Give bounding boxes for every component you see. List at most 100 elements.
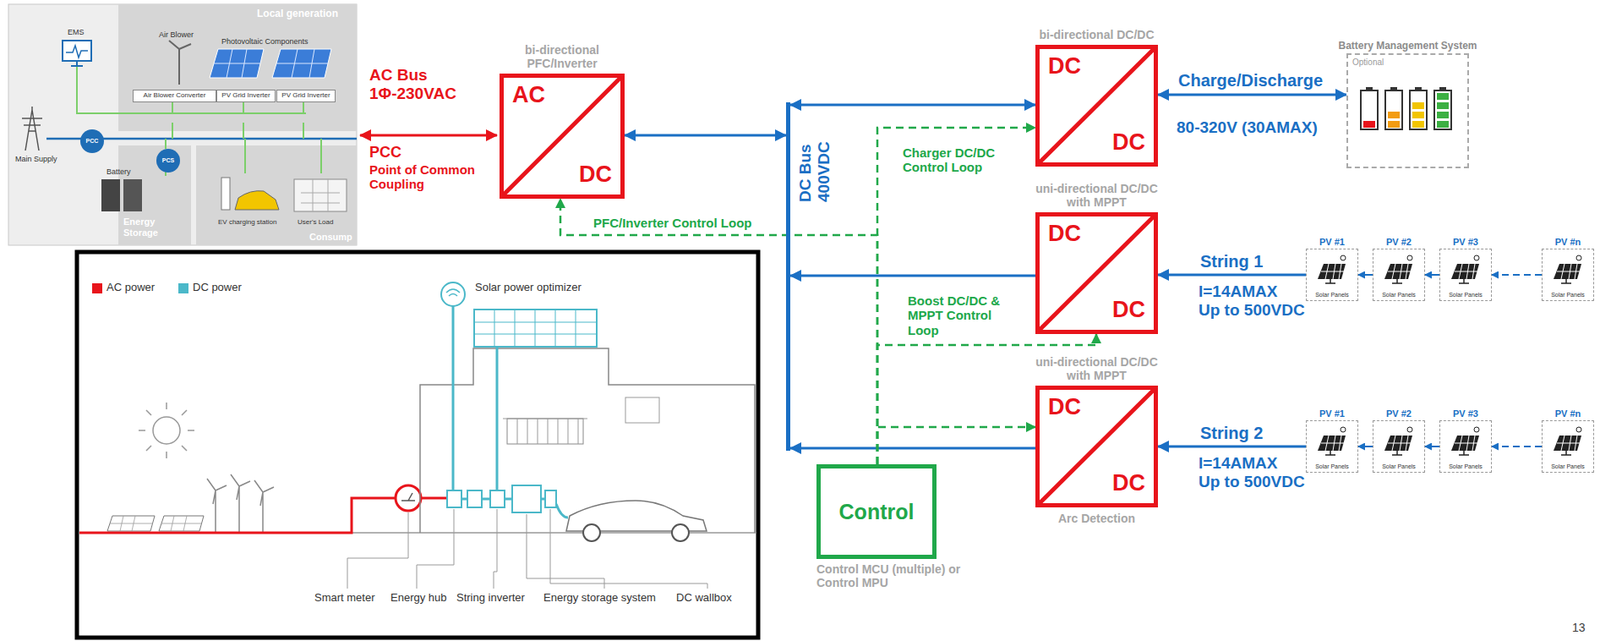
- control-loop: [877, 426, 1036, 465]
- converter-caption: uni-directional DC/DC with MPPT: [1035, 181, 1158, 209]
- converter-caption: bi-directional PFC/Inverter: [499, 43, 625, 71]
- pv-module: PV #3Solar Panels: [1439, 420, 1492, 473]
- dc-wallbox: [545, 490, 557, 508]
- text-label: Solar power optimizer: [475, 281, 582, 295]
- edge-label: Charger DC/DC Control Loop: [901, 145, 1016, 175]
- port-label: DC: [1048, 394, 1082, 421]
- battery-level: [1387, 111, 1400, 119]
- ground-pv: [107, 515, 204, 531]
- pv-caption: PV #n: [1535, 236, 1600, 248]
- converter-box: bi-directional DC/DCDCDC: [1035, 44, 1158, 167]
- pv-note: Solar Panels: [1542, 291, 1594, 299]
- pv-caption: PV #2: [1366, 236, 1431, 248]
- text-label: PCC: [369, 143, 402, 162]
- panel-stand: [1325, 450, 1336, 455]
- converter-note: Arc Detection: [1035, 511, 1158, 525]
- leader-lines: [347, 508, 708, 589]
- text-label: Local generation: [256, 8, 339, 21]
- port-label: DC: [1048, 221, 1082, 247]
- text-label: DC wallbox: [676, 591, 732, 605]
- energy-storage: [512, 485, 541, 513]
- converter-box: uni-directional DC/DC with MPPTDCDCArc D…: [1035, 385, 1158, 508]
- battery-level: [1436, 120, 1449, 128]
- house-outline: [420, 348, 755, 533]
- solar-panel-icon: [1381, 253, 1416, 284]
- port-label: DC: [578, 162, 612, 188]
- consumption-panel: [196, 145, 357, 246]
- pv-note: Solar Panels: [1373, 291, 1425, 299]
- battery-level: [1412, 120, 1425, 128]
- battery-level: [1412, 111, 1425, 119]
- panel-stand: [1325, 278, 1336, 284]
- panel-face: [1317, 263, 1346, 279]
- converter-box: uni-directional DC/DC with MPPTDCDC: [1035, 212, 1158, 334]
- panel-face: [1384, 435, 1413, 451]
- pv-module: PV #2Solar Panels: [1372, 420, 1426, 473]
- converter-tag: PV Grid Inverter: [276, 89, 336, 103]
- battery-icon: [101, 179, 121, 212]
- pv-note: Solar Panels: [1373, 463, 1425, 470]
- battery-level: [1363, 120, 1376, 128]
- ac-line: [79, 497, 448, 533]
- pv-caption: PV #3: [1433, 408, 1498, 420]
- text-label: Up to 500VDC: [1198, 472, 1306, 492]
- port-label: DC: [1112, 130, 1146, 156]
- text-label: I=14AMAX: [1198, 453, 1278, 473]
- ems-monitor: [62, 40, 92, 61]
- power-connector: [790, 447, 1036, 450]
- panel-face: [1317, 435, 1346, 451]
- sun-icon: [1576, 255, 1582, 261]
- power-connector: [1425, 445, 1440, 448]
- pv-caption: PV #1: [1299, 236, 1365, 248]
- panel-grid: [1454, 263, 1478, 279]
- legend-swatch: [92, 283, 103, 294]
- power-connector: [1491, 273, 1542, 276]
- window: [625, 397, 660, 423]
- string-inverter: [490, 490, 505, 508]
- dc-lines: [453, 305, 568, 518]
- pv-module: PV #3Solar Panels: [1439, 248, 1492, 301]
- sun-icon: [1340, 255, 1346, 261]
- text-label: Battery: [106, 167, 132, 176]
- converter-caption: uni-directional DC/DC with MPPT: [1035, 354, 1158, 383]
- bus-label: DC Bus 400VDC: [796, 131, 834, 203]
- sun-icon: [1474, 426, 1480, 432]
- sun-icon: [1474, 255, 1480, 261]
- pv-module: PV #2Solar Panels: [1372, 248, 1426, 301]
- control-note: Control MCU (multiple) or Control MPU: [816, 562, 990, 590]
- pv-note: Solar Panels: [1440, 463, 1491, 470]
- text-label: EV charging station: [218, 218, 277, 226]
- car-wheel: [583, 524, 601, 541]
- sun-rays: [138, 402, 195, 459]
- pv-note: Solar Panels: [1306, 463, 1358, 470]
- feeder-drops: [165, 122, 322, 176]
- diagonal-stroke: [1039, 389, 1154, 503]
- smart-meter: [395, 485, 421, 511]
- battery-level: [1387, 120, 1400, 128]
- charger-icon: [221, 177, 230, 210]
- solar-panel-icon: [1550, 253, 1585, 284]
- text-label: Energy hub: [390, 591, 448, 605]
- edge-label: Boost DC/DC & MPPT Control Loop: [906, 293, 1013, 338]
- text-label: Smart meter: [314, 591, 376, 605]
- edge-label: String 1: [1198, 251, 1265, 272]
- panel-face: [1451, 435, 1480, 451]
- power-connector: [624, 134, 787, 137]
- sun-icon: [1407, 255, 1413, 261]
- rooftop-pv: [474, 309, 597, 347]
- text-label: Up to 500VDC: [1198, 300, 1306, 320]
- text-label: Consump: [309, 231, 353, 243]
- car-icon: [234, 191, 279, 210]
- generation-panel: [118, 4, 357, 132]
- sun-icon: [1340, 426, 1346, 432]
- pv-caption: PV #n: [1535, 408, 1600, 420]
- text-label: Energy storage system: [543, 591, 656, 605]
- battery-level: [1412, 102, 1425, 110]
- power-connector: [1157, 273, 1306, 277]
- load-icon: [294, 179, 347, 212]
- panel-face: [1553, 263, 1582, 279]
- energy-hub: [447, 490, 462, 508]
- bms-box: Battery Management SystemOptional: [1346, 53, 1469, 169]
- control-wires: [76, 65, 306, 114]
- control-title: Control: [839, 499, 915, 525]
